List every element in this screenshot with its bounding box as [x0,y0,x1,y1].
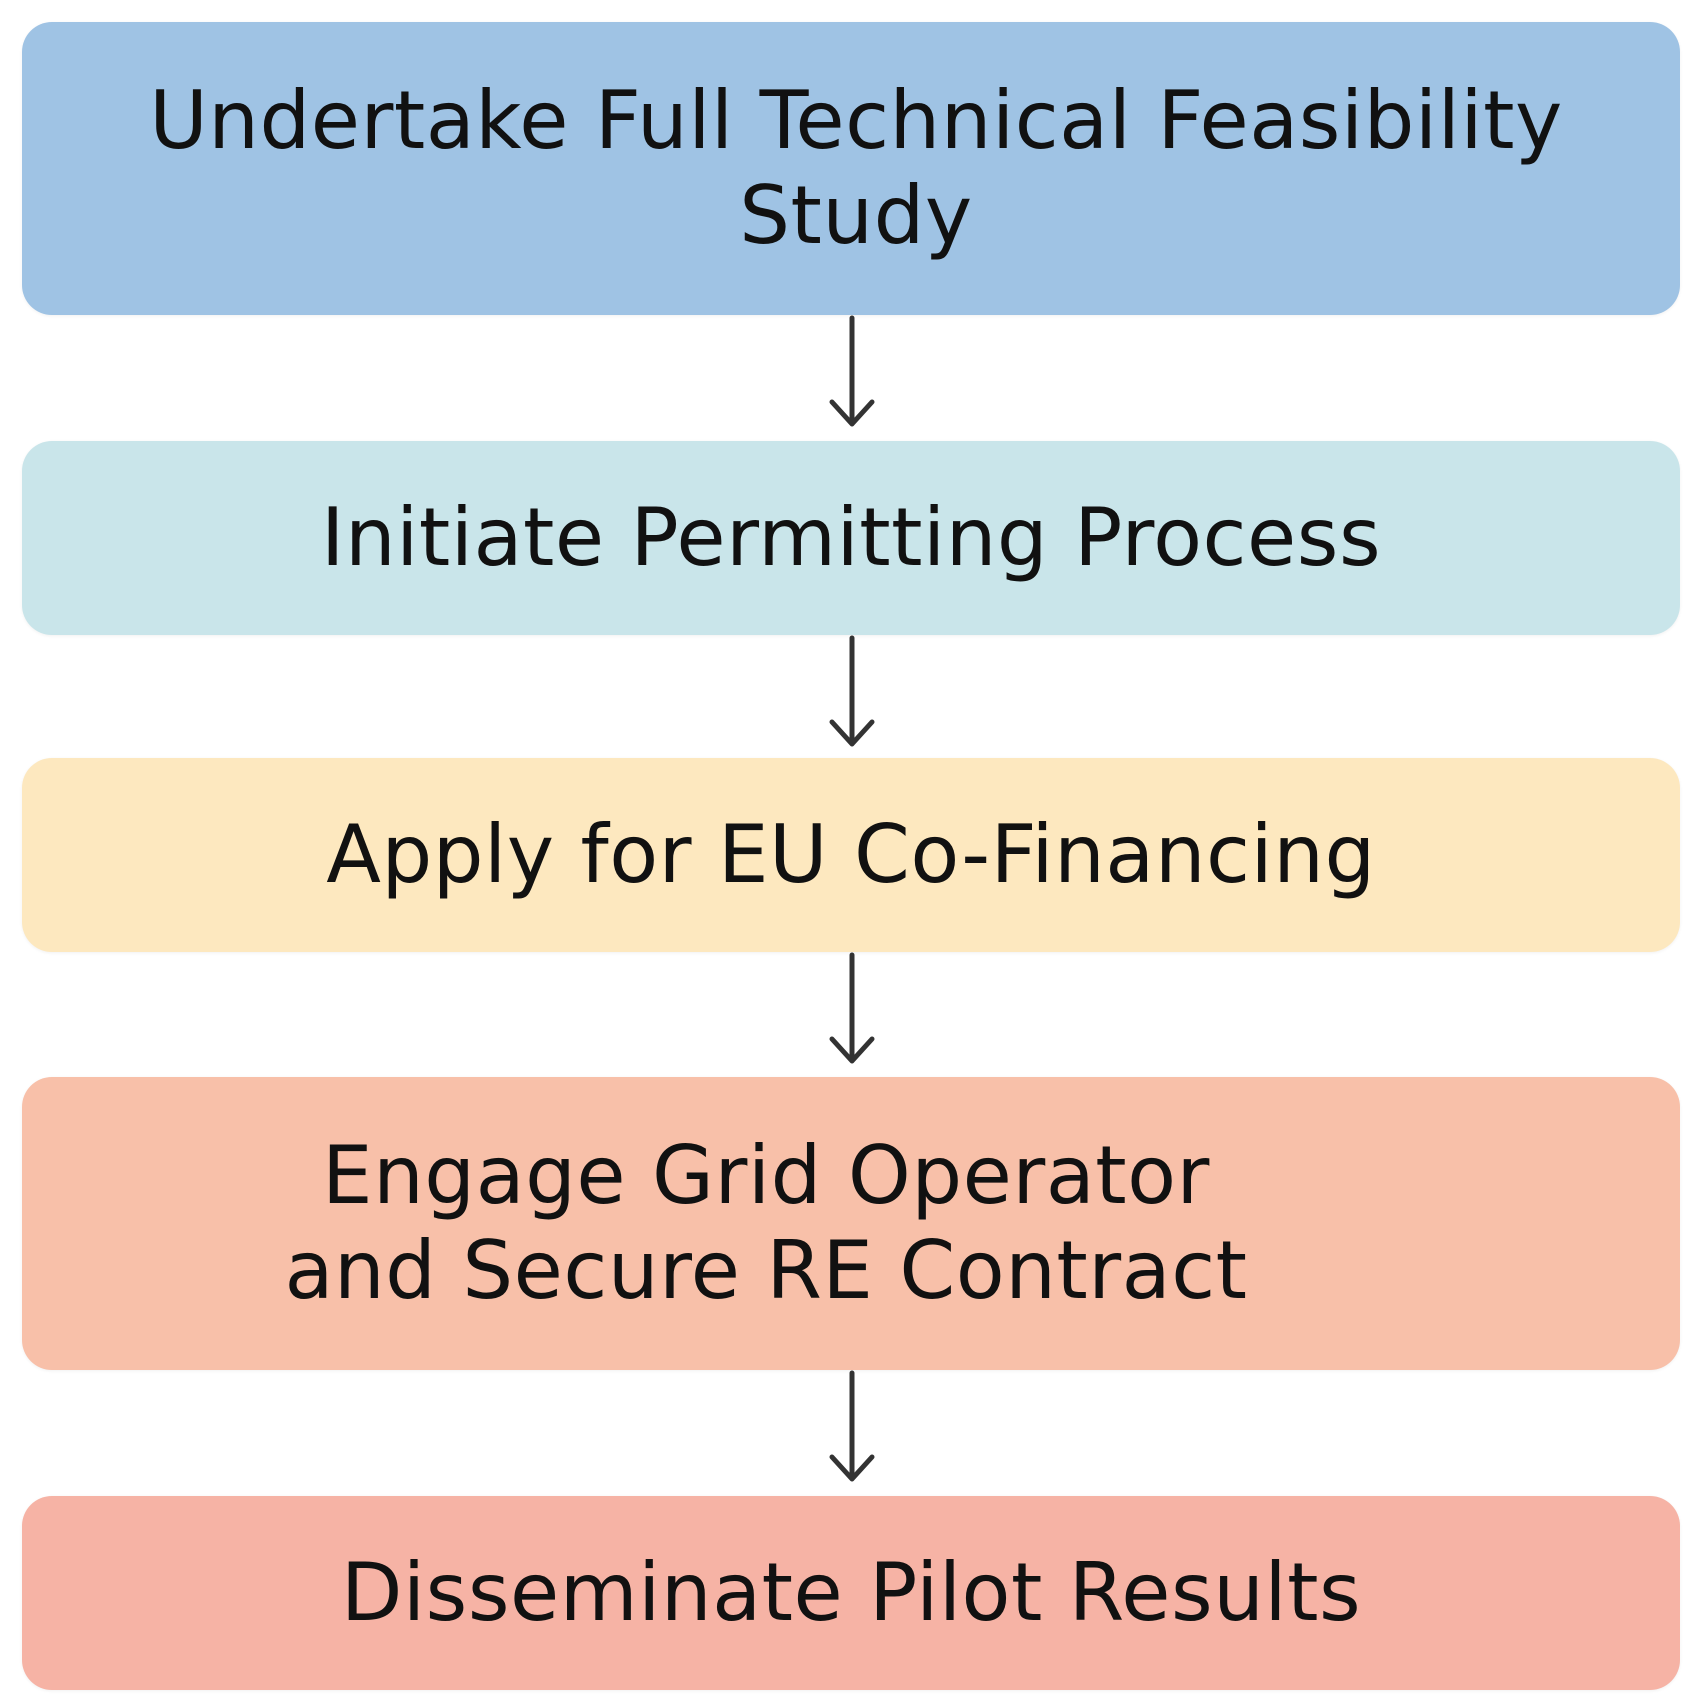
step-label: Initiate Permitting Process [320,490,1382,584]
step-label: Engage Grid Operator and Secure RE Contr… [284,1129,1248,1317]
step-label: Disseminate Pilot Results [340,1545,1362,1639]
step-label: Undertake Full Technical Feasibility Stu… [149,74,1563,262]
step-permitting-process: Initiate Permitting Process [22,441,1680,635]
step-grid-operator-contract: Engage Grid Operator and Secure RE Contr… [22,1077,1680,1370]
step-label: Apply for EU Co-Financing [326,807,1376,901]
step-disseminate-results: Disseminate Pilot Results [22,1496,1680,1690]
arrow-down-icon [829,315,875,427]
step-eu-co-financing: Apply for EU Co-Financing [22,758,1680,952]
step-feasibility-study: Undertake Full Technical Feasibility Stu… [22,22,1680,315]
arrow-down-icon [829,635,875,747]
arrow-down-icon [829,952,875,1064]
arrow-down-icon [829,1370,875,1482]
